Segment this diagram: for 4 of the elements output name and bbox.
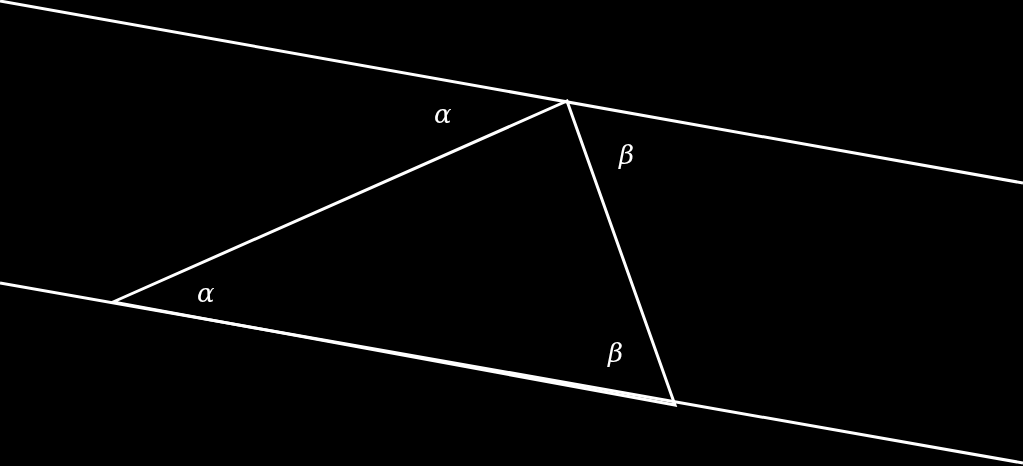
angle-label: β: [619, 142, 635, 168]
angle-label: β: [608, 340, 624, 366]
angle-label: α: [434, 101, 452, 127]
angle-label: α: [197, 280, 215, 306]
